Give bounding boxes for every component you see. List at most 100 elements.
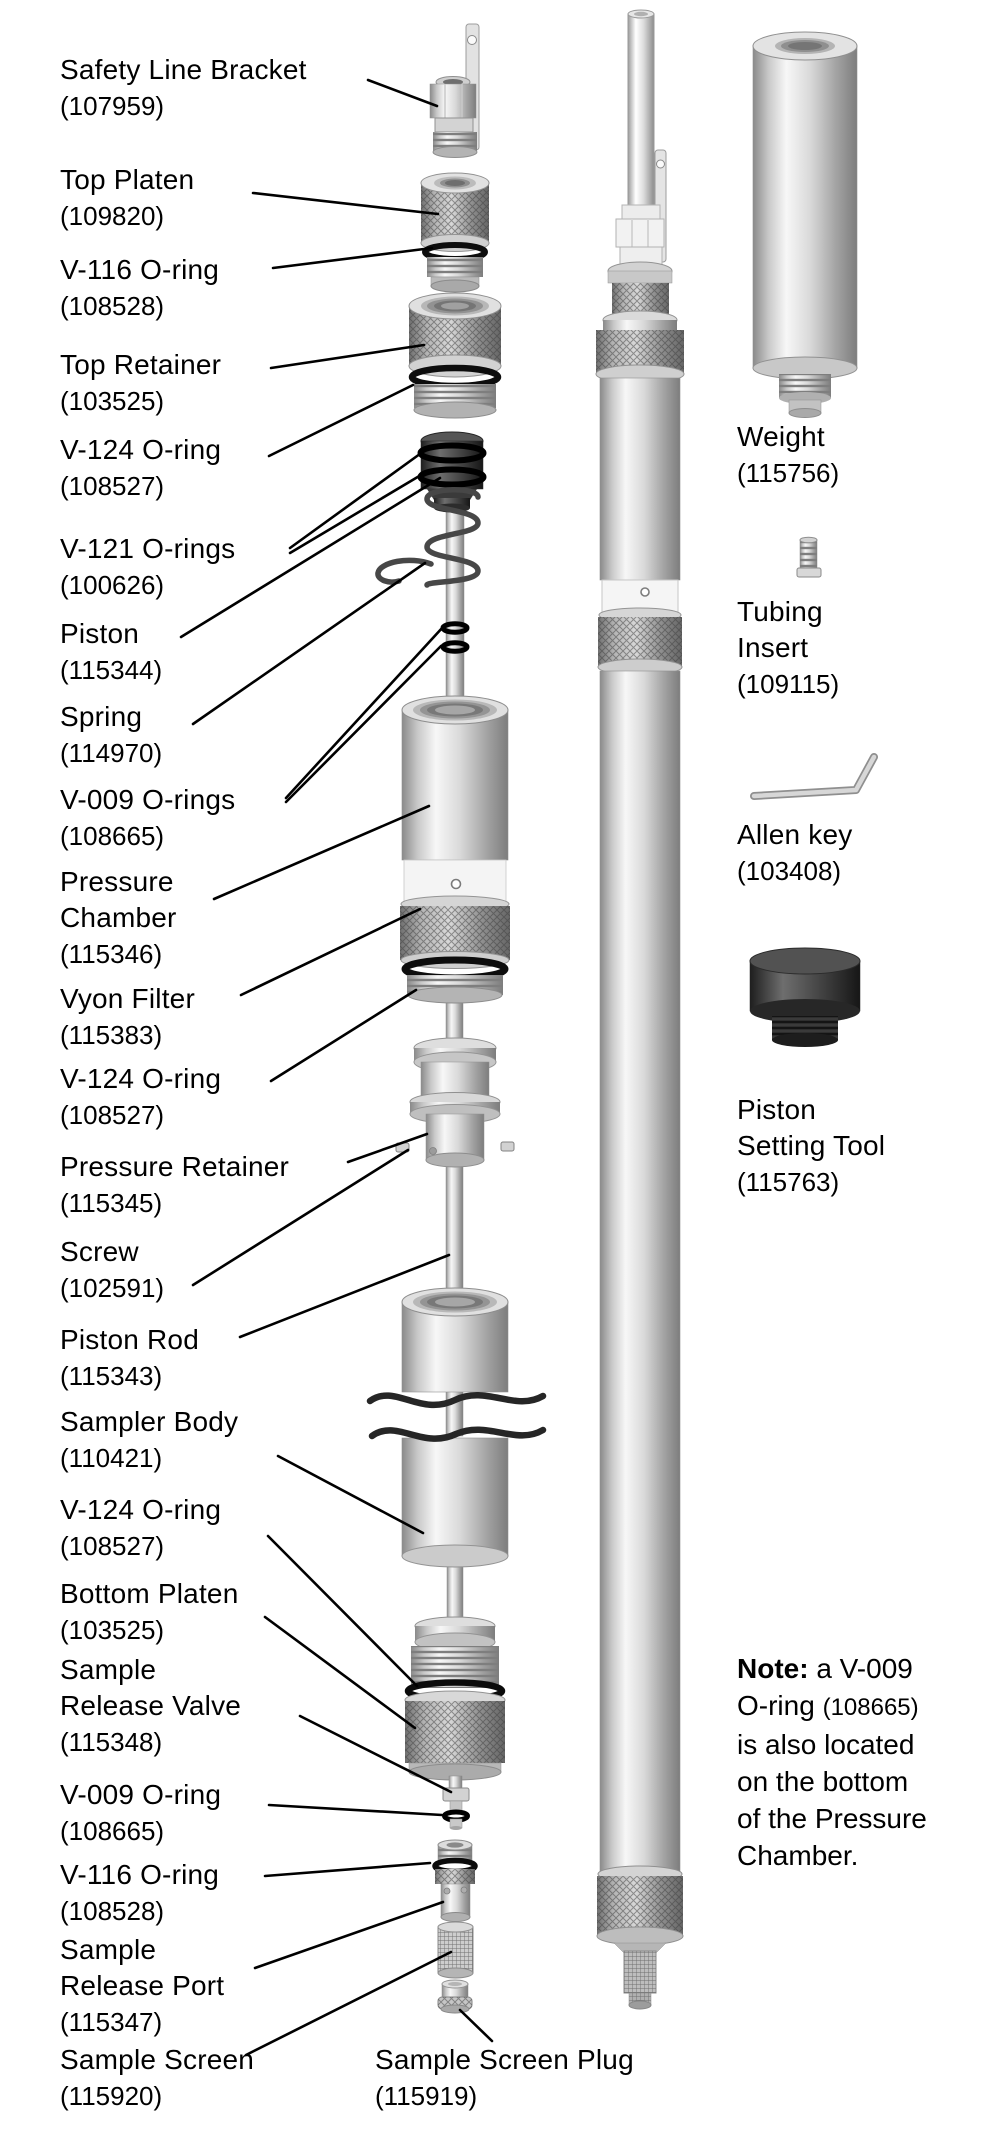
label-screw: Screw (102591): [60, 1234, 390, 1306]
part-name: Safety Line Bracket: [60, 54, 307, 85]
label-vyon-filter: Vyon Filter (115383): [60, 981, 390, 1053]
part-name: Tubing Insert: [737, 596, 823, 663]
pressure-retainer-graphic: [395, 1037, 515, 1168]
part-number: (115346): [60, 939, 163, 969]
part-number: (115344): [60, 655, 163, 685]
label-bottom-platen: Bottom Platen (103525): [60, 1576, 390, 1648]
label-v124-oring-mid: V-124 O-ring (108527): [60, 1061, 390, 1133]
label-v124-oring-top: V-124 O-ring (108527): [60, 432, 390, 504]
label-pressure-chamber: Pressure Chamber (115346): [60, 864, 228, 972]
label-v009-orings: V-009 O-rings (108665): [60, 782, 390, 854]
part-number: (108527): [60, 1100, 165, 1130]
label-safety-line-bracket: Safety Line Bracket (107959): [60, 52, 390, 124]
part-name: Weight: [737, 421, 825, 452]
leader-screw: [191, 1148, 410, 1287]
note-line: O-ring (108665): [737, 1690, 919, 1721]
part-name: Pressure Chamber: [60, 866, 177, 933]
leader-piston-rod: [238, 1253, 451, 1339]
leader-v121-orings-2: [288, 473, 423, 555]
part-number: (114970): [60, 738, 163, 768]
sample-release-port-graphic: [432, 1839, 478, 1922]
part-number: (115343): [60, 1361, 163, 1391]
part-number: (115763): [737, 1167, 840, 1197]
part-number: (103525): [60, 386, 165, 416]
label-tubing-insert: Tubing Insert (109115): [737, 594, 859, 702]
leader-safety-line-bracket: [366, 78, 439, 108]
weight-graphic: [752, 31, 858, 418]
part-number: (108528): [60, 1896, 165, 1926]
part-name: V-124 O-ring: [60, 434, 222, 465]
safety-line-bracket-graphic: [429, 23, 480, 158]
label-sample-release-valve: Sample Release Valve (115348): [60, 1652, 242, 1760]
leader-v009-orings-1: [284, 625, 445, 800]
part-name: V-116 O-ring: [60, 1859, 220, 1890]
leader-top-retainer: [269, 343, 426, 370]
part-name: Pressure Retainer: [60, 1151, 290, 1182]
leader-v124-oring-top: [267, 383, 415, 458]
part-number: (107959): [60, 91, 165, 121]
leader-top-platen: [251, 191, 440, 216]
break-mark: [366, 1392, 547, 1409]
leader-v124-oring-bottom: [266, 1534, 419, 1688]
top-platen-graphic: [420, 172, 490, 293]
label-piston-rod: Piston Rod (115343): [60, 1322, 390, 1394]
piston-rod-upper-graphic: [445, 494, 465, 713]
note-text: Note: a V-009 O-ring (108665) is also lo…: [737, 1650, 957, 1874]
part-number: (108527): [60, 471, 165, 501]
part-number: (115920): [60, 2081, 163, 2111]
part-name: Top Platen: [60, 164, 195, 195]
v009-oring-graphic: [440, 640, 470, 654]
tubing-insert-graphic: [796, 536, 822, 578]
part-number: (102591): [60, 1273, 165, 1303]
part-name: V-116 O-ring: [60, 254, 220, 285]
part-name: Vyon Filter: [60, 983, 195, 1014]
label-pressure-retainer: Pressure Retainer (115345): [60, 1149, 390, 1221]
part-name: V-124 O-ring: [60, 1063, 222, 1094]
label-v121-orings: V-121 O-rings (100626): [60, 531, 390, 603]
leader-v116-oring-bottom: [263, 1861, 432, 1878]
part-name: Sample Release Valve: [60, 1654, 242, 1721]
label-sample-screen-plug: Sample Screen Plug (115919): [375, 2042, 705, 2114]
part-name: Top Retainer: [60, 349, 222, 380]
label-top-platen: Top Platen (109820): [60, 162, 390, 234]
label-weight: Weight (115756): [737, 419, 1000, 491]
exploded-view-illustration: [366, 23, 547, 2014]
part-number: (115756): [737, 458, 840, 488]
leader-sampler-body: [276, 1454, 425, 1535]
leader-v009-oring-bottom: [267, 1803, 444, 1817]
leader-v009-orings-2: [284, 644, 443, 804]
part-name: Piston: [60, 618, 140, 649]
sample-screen-graphic: [437, 1921, 474, 1979]
part-number: (115348): [60, 1727, 163, 1757]
part-name: Piston Setting Tool: [737, 1094, 886, 1161]
part-number: (115919): [375, 2081, 478, 2111]
label-top-retainer: Top Retainer (103525): [60, 347, 390, 419]
leader-v124-oring-mid: [269, 988, 418, 1083]
part-name: Piston Rod: [60, 1324, 199, 1355]
allen-key-graphic: [750, 753, 878, 800]
part-number: (108665): [60, 1816, 165, 1846]
note-line: is also located: [737, 1729, 915, 1760]
note-bold-prefix: Note:: [737, 1653, 809, 1684]
leader-lines: [179, 78, 494, 2057]
note-line: Chamber.: [737, 1840, 859, 1871]
part-name: Bottom Platen: [60, 1578, 239, 1609]
v121-oring-graphic: [417, 466, 487, 488]
part-name: Sample Screen Plug: [375, 2044, 634, 2075]
leader-sample-screen: [244, 1950, 453, 2057]
part-number: (108527): [60, 1531, 165, 1561]
part-name: Screw: [60, 1236, 139, 1267]
label-v009-oring-bottom: V-009 O-ring (108665): [60, 1777, 390, 1849]
part-name: V-121 O-rings: [60, 533, 236, 564]
part-name: V-009 O-rings: [60, 784, 236, 815]
leader-pressure-retainer: [346, 1132, 429, 1164]
label-allen-key: Allen key (103408): [737, 817, 1000, 889]
leader-bottom-platen: [263, 1615, 417, 1730]
label-piston-setting-tool: Piston Setting Tool (115763): [737, 1092, 909, 1200]
part-number: (108528): [60, 291, 165, 321]
sample-release-valve-graphic: [442, 1775, 470, 1830]
note-line: Note: a V-009: [737, 1653, 913, 1684]
leader-sample-release-port: [253, 1900, 445, 1970]
piston-setting-tool-graphic: [749, 947, 861, 1047]
